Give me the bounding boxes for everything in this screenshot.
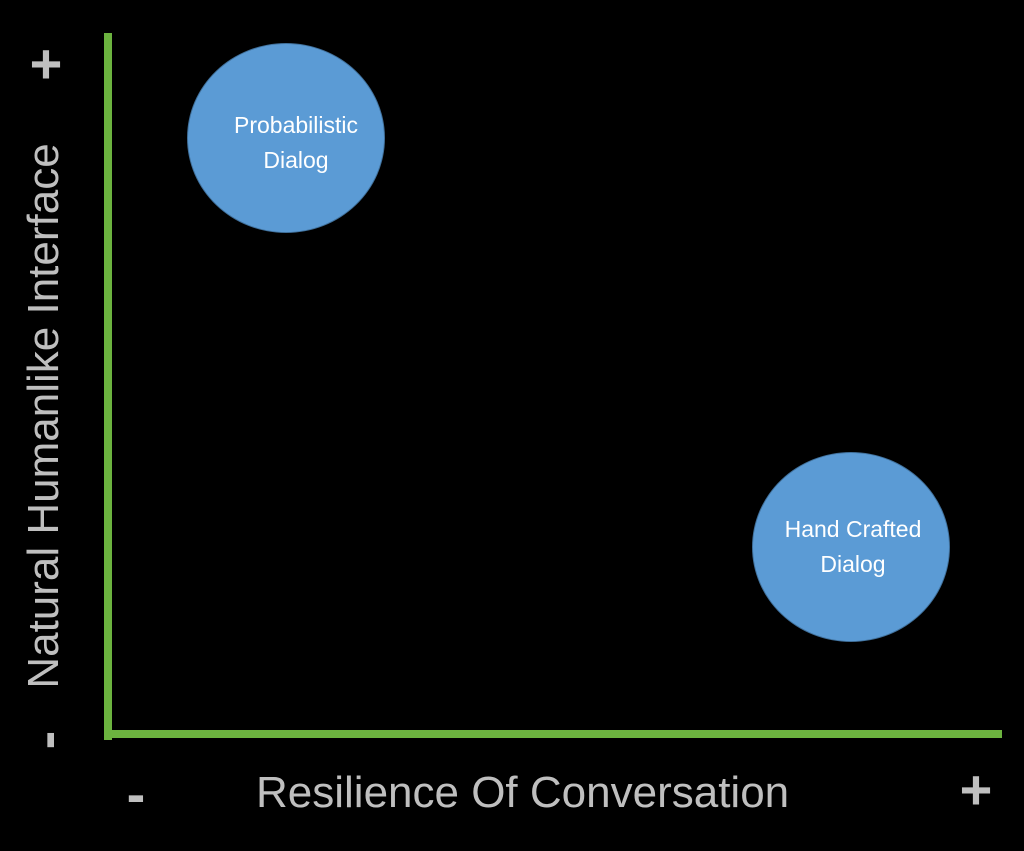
x-axis-title: Resilience Of Conversation xyxy=(256,768,790,817)
probabilistic-dialog-bubble: Probabilistic Dialog xyxy=(187,43,385,233)
probabilistic-dialog-label: Probabilistic Dialog xyxy=(234,112,358,173)
x-axis-plus-sign: + xyxy=(959,758,993,821)
x-axis-line xyxy=(104,730,1002,738)
x-axis-minus-sign: - xyxy=(126,762,146,825)
y-axis-title: Natural Humanlike Interface xyxy=(19,143,68,689)
y-axis-plus-sign: + xyxy=(29,32,63,95)
hand-crafted-dialog-label: Hand Crafted Dialog xyxy=(784,516,922,577)
hand-crafted-dialog-bubble: Hand Crafted Dialog xyxy=(752,452,950,642)
y-axis-line xyxy=(104,33,112,740)
y-axis-minus-sign: - xyxy=(14,730,77,750)
